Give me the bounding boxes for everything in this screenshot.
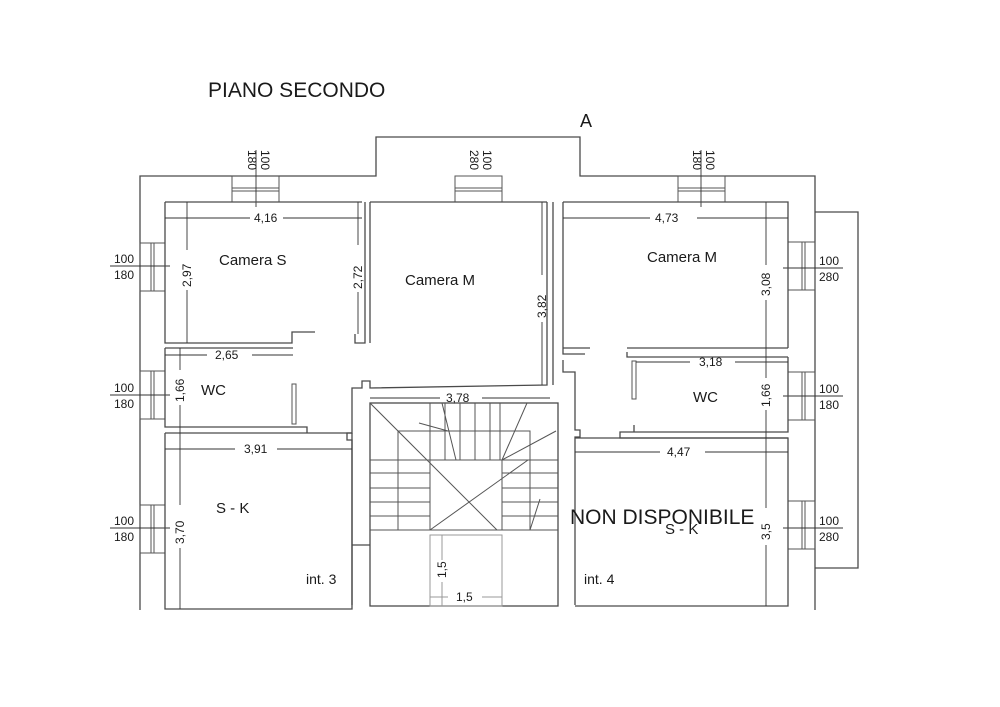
svg-text:100: 100 <box>819 382 839 396</box>
svg-text:280: 280 <box>819 530 839 544</box>
window-left-2 <box>110 370 170 420</box>
svg-text:100: 100 <box>114 381 134 395</box>
window-left-1 <box>110 242 170 292</box>
svg-text:180: 180 <box>245 150 259 170</box>
room-label-sk-left: S - K <box>216 500 249 517</box>
availability-status: NON DISPONIBILE <box>570 506 754 529</box>
stair-steps <box>369 402 558 531</box>
svg-text:280: 280 <box>819 270 839 284</box>
dim-camera-m-right-width: 4,73 <box>655 211 679 225</box>
room-label-wc-left: WC <box>201 382 226 399</box>
window-label-right-3: 100 280 <box>819 514 839 544</box>
dim-sk-right-height: 3,5 <box>759 523 773 540</box>
plan-title: PIANO SECONDO <box>208 79 385 102</box>
room-label-camera-m-right: Camera M <box>647 249 717 266</box>
window-label-right-1: 100 280 <box>819 254 839 284</box>
window-label-right-2: 100 180 <box>819 382 839 412</box>
svg-text:100: 100 <box>480 150 494 170</box>
room-label-sk-right: S - K <box>665 521 698 538</box>
svg-text:100: 100 <box>114 514 134 528</box>
svg-text:100: 100 <box>819 514 839 528</box>
svg-text:180: 180 <box>114 530 134 544</box>
room-label-wc-right: WC <box>693 389 718 406</box>
dim-camera-m-right-height: 3,08 <box>759 272 773 296</box>
window-label-left-1: 100 180 <box>114 252 134 282</box>
window-label-top-left: 180 100 <box>245 150 272 170</box>
camera-m-right-walls <box>563 201 789 358</box>
dim-camera-s-height-right: 2,72 <box>351 265 365 289</box>
dim-wc-right-width: 3,18 <box>699 355 723 369</box>
dim-camera-s-width: 4,16 <box>254 211 278 225</box>
window-top-center <box>454 175 503 203</box>
camera-s-walls <box>164 201 547 344</box>
room-label-camera-m-center: Camera M <box>405 272 475 289</box>
right-balcony <box>815 211 859 569</box>
window-label-left-3: 100 180 <box>114 514 134 544</box>
unit-label-int-3: int. 3 <box>306 571 337 587</box>
dim-sk-right-width: 4,47 <box>667 445 691 459</box>
dimension-lines <box>165 202 788 609</box>
svg-text:180: 180 <box>114 397 134 411</box>
window-left-3 <box>110 504 170 554</box>
svg-text:180: 180 <box>114 268 134 282</box>
wc-left-walls <box>164 347 352 434</box>
dim-wc-left-height: 1,66 <box>173 378 187 402</box>
dim-lift-width: 1,5 <box>456 590 473 604</box>
dim-stairwell-width: 3,78 <box>446 391 470 405</box>
svg-text:180: 180 <box>819 398 839 412</box>
svg-text:100: 100 <box>819 254 839 268</box>
room-label-camera-s: Camera S <box>219 252 287 269</box>
section-marker: A <box>580 111 592 131</box>
dim-wc-left-width: 2,65 <box>215 348 239 362</box>
dim-camera-s-height: 2,97 <box>180 263 194 287</box>
svg-text:180: 180 <box>690 150 704 170</box>
unit-label-int-4: int. 4 <box>584 571 615 587</box>
dim-wc-right-height: 1,66 <box>759 383 773 407</box>
lift-area <box>429 534 503 607</box>
sk-right-walls <box>575 437 789 607</box>
window-label-left-2: 100 180 <box>114 381 134 411</box>
svg-text:100: 100 <box>258 150 272 170</box>
sk-left-walls <box>164 433 370 610</box>
window-label-top-right: 180 100 <box>690 150 717 170</box>
dim-camera-m-center-height: 3,82 <box>535 294 549 318</box>
stairwell-walls <box>346 202 585 607</box>
window-label-top-center: 280 100 <box>467 150 494 170</box>
window-right-1 <box>783 241 843 291</box>
outer-walls <box>139 136 859 610</box>
dim-sk-left-height: 3,70 <box>173 520 187 544</box>
svg-text:280: 280 <box>467 150 481 170</box>
svg-text:100: 100 <box>114 252 134 266</box>
dim-lift-height: 1,5 <box>435 561 449 578</box>
dim-sk-left-width: 3,91 <box>244 442 268 456</box>
window-right-2 <box>783 371 843 421</box>
svg-text:100: 100 <box>703 150 717 170</box>
